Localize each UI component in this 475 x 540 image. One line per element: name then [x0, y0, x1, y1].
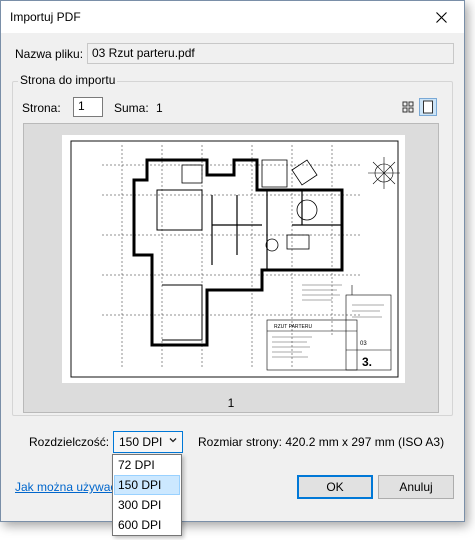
resolution-option-72[interactable]: 72 DPI — [118, 458, 155, 472]
file-name-label: Nazwa pliku: — [15, 47, 84, 61]
north-arrow-icon — [368, 157, 400, 189]
sum-value: 1 — [156, 101, 163, 115]
floor-plan-drawing: RZUT PARTERU 3. 03 — [70, 140, 400, 378]
title-bar: Importuj PDF — [1, 1, 464, 33]
chevron-down-icon — [169, 438, 177, 443]
window-title: Importuj PDF — [10, 10, 81, 24]
pdf-page-thumbnail: RZUT PARTERU 3. 03 — [62, 135, 405, 383]
page-size-info: Rozmiar strony: 420.2 mm x 297 mm (ISO A… — [198, 435, 445, 449]
cancel-button[interactable]: Anuluj — [378, 475, 454, 499]
page-import-group — [12, 81, 453, 416]
page-number-value: 1 — [78, 99, 85, 113]
file-name-field: 03 Rzut parteru.pdf — [87, 43, 454, 64]
ok-button-label: OK — [326, 480, 344, 494]
single-page-view-button[interactable] — [419, 98, 437, 116]
close-icon — [435, 11, 447, 23]
resolution-option-600[interactable]: 600 DPI — [118, 518, 162, 532]
resolution-option-300[interactable]: 300 DPI — [118, 498, 162, 512]
single-page-view-icon — [423, 100, 433, 114]
sheet-number: 3. — [362, 355, 372, 369]
group-title: Strona do importu — [18, 73, 118, 87]
grid-view-icon — [402, 101, 414, 113]
sheet-stamp: 03 — [360, 341, 367, 347]
help-link[interactable]: Jak można używać — [15, 480, 117, 494]
cancel-button-label: Anuluj — [399, 480, 433, 494]
resolution-label: Rozdzielczość: — [29, 435, 110, 449]
import-pdf-dialog: Importuj PDF Nazwa pliku: 03 Rzut parter… — [0, 0, 465, 522]
ok-button[interactable]: OK — [297, 475, 373, 499]
sheet-title: RZUT PARTERU — [274, 324, 312, 330]
preview-page-number: 1 — [227, 396, 235, 410]
close-button[interactable] — [418, 1, 464, 33]
page-number-input[interactable]: 1 — [73, 97, 103, 117]
resolution-option-150[interactable]: 150 DPI — [114, 475, 180, 495]
page-preview: RZUT PARTERU 3. 03 1 — [23, 123, 439, 413]
resolution-select[interactable]: 150 DPI — [113, 431, 183, 453]
page-label: Strona: — [22, 101, 61, 115]
file-name-value: 03 Rzut parteru.pdf — [92, 46, 195, 60]
sum-label: Suma: — [114, 101, 149, 115]
resolution-selected-value: 150 DPI — [119, 435, 163, 449]
resolution-dropdown-list: 72 DPI 150 DPI 300 DPI 600 DPI — [112, 454, 182, 536]
grid-view-button[interactable] — [399, 98, 417, 116]
